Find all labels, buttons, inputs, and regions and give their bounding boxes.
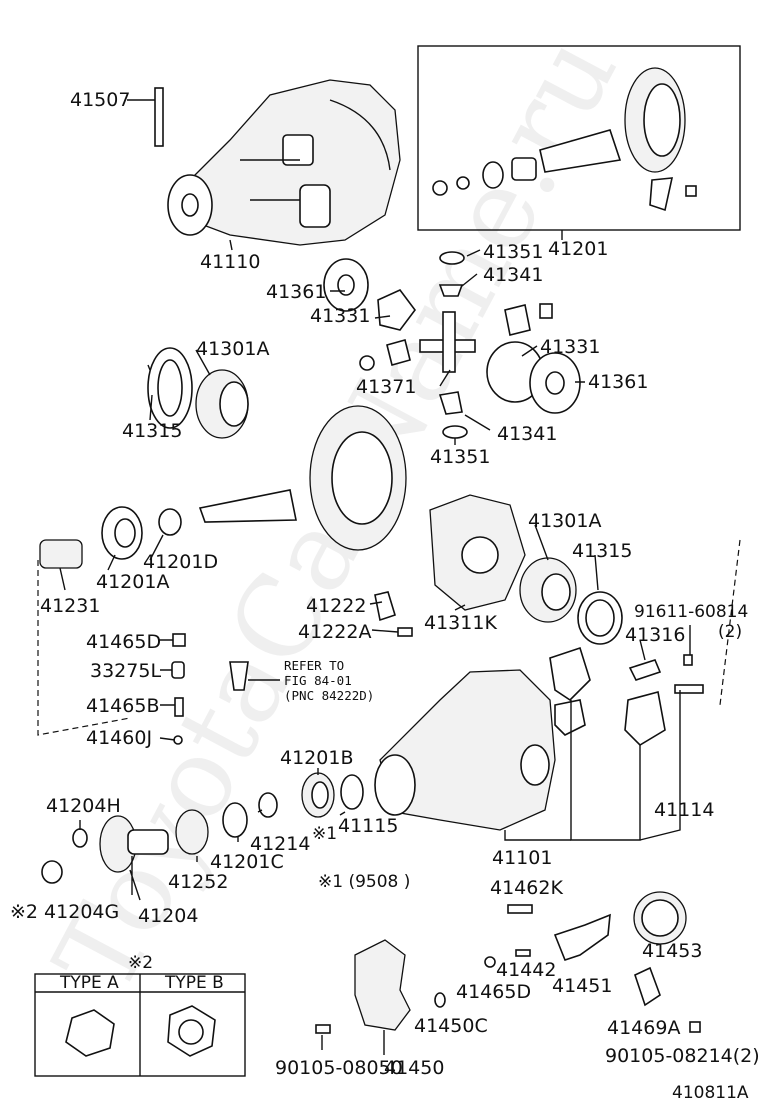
label-41331-b: 41331 [540, 336, 600, 358]
bracket-41316 [628, 654, 704, 694]
label-41315-b: 41315 [572, 540, 632, 562]
label-41465b: 41465B [86, 695, 159, 717]
lock-plate-41222 [374, 591, 413, 637]
label-41331-a: 41331 [310, 305, 370, 327]
label-41351-b: 41351 [430, 446, 490, 468]
label-41201-top: 41201 [548, 238, 608, 260]
label-41301a-a: 41301A [196, 338, 269, 360]
note1-text: ※1 (9508 ) [318, 872, 410, 892]
label-41315-a: 41315 [122, 420, 182, 442]
label-41311k: 41311K [424, 612, 497, 634]
diff-case-41311k [429, 494, 623, 645]
label-41204h: 41204H [46, 795, 121, 817]
ring-gear-41201 [198, 405, 407, 551]
ring-pinion-kit-41201 [417, 45, 741, 231]
carrier-assembly-41110 [154, 79, 401, 246]
label-41450c: 41450C [414, 1015, 488, 1037]
label-90105-08214: 90105-08214(2) [605, 1045, 760, 1067]
small-parts-column [171, 633, 249, 745]
label-41204: 41204 [138, 905, 198, 927]
label-41465d-b: 41465D [456, 981, 531, 1003]
label-33275l: 33275L [90, 660, 161, 682]
label-41114: 41114 [654, 799, 714, 821]
label-41460j: 41460J [86, 727, 152, 749]
actuator-parts [315, 891, 701, 1034]
label-41341-b: 41341 [497, 423, 557, 445]
type-b-label: TYPE B [164, 973, 224, 993]
label-41115: 41115 [338, 815, 398, 837]
label-41469a: 41469A [607, 1017, 680, 1039]
note2-mark: ※2 [128, 953, 153, 973]
refer-line-1: REFER TO [284, 658, 344, 673]
refer-line-2: FIG 84-01 [284, 673, 352, 688]
label-41301a-b: 41301A [528, 510, 601, 532]
label-41231: 41231 [40, 595, 100, 617]
label-41465d-a: 41465D [86, 631, 161, 653]
label-91611-60814: 91611-60814 [634, 602, 748, 622]
label-41110: 41110 [200, 251, 260, 273]
label-41361-b: 41361 [588, 371, 648, 393]
label-91611-qty: (2) [718, 622, 742, 642]
label-41507: 41507 [70, 89, 130, 111]
type-a-label: TYPE A [59, 973, 119, 993]
label-41204g: ※2 41204G [10, 901, 119, 923]
label-41451: 41451 [552, 975, 612, 997]
label-41442: 41442 [496, 959, 556, 981]
label-41201b: 41201B [280, 747, 353, 769]
label-41201c: 41201C [210, 851, 284, 873]
label-41371: 41371 [356, 376, 416, 398]
label-41462k: 41462K [490, 877, 563, 899]
differential-gears [323, 251, 581, 439]
label-41101: 41101 [492, 847, 552, 869]
label-41361-a: 41361 [266, 281, 326, 303]
type-table [34, 973, 246, 1077]
label-41252: 41252 [168, 871, 228, 893]
note1-mark: ※1 [312, 824, 337, 844]
label-41222a: 41222A [298, 621, 371, 643]
label-41341-a: 41341 [483, 264, 543, 286]
bearing-41301a-left [147, 347, 249, 439]
label-41453: 41453 [642, 940, 702, 962]
label-90105-08050: 90105-08050 [275, 1057, 403, 1079]
label-41450: 41450 [384, 1057, 444, 1079]
bearing-41201a [39, 506, 182, 569]
label-41201d: 41201D [143, 551, 218, 573]
pinion-bearings-row [41, 772, 364, 884]
label-41201a: 41201A [96, 571, 169, 593]
refer-line-3: (PNC 84222D) [284, 688, 374, 703]
label-41351-a: 41351 [483, 241, 543, 263]
carrier-housing-41101 [374, 646, 666, 831]
diagram-id: 410811A [672, 1083, 749, 1103]
label-41316: 41316 [625, 624, 685, 646]
label-41222: 41222 [306, 595, 366, 617]
label-41214: 41214 [250, 833, 310, 855]
